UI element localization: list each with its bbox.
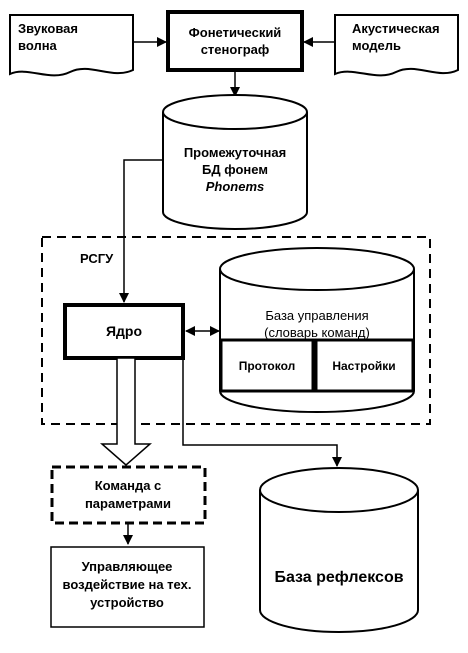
rsgu-label: РСГУ (80, 251, 114, 266)
stenograph-line2: стенограф (201, 42, 270, 57)
sound-wave-line2: волна (18, 38, 58, 53)
arrow-db-to-core (119, 159, 163, 303)
command-node: Команда с параметрами (50, 465, 207, 525)
phoneme-db-line1: Промежуточная (184, 145, 286, 160)
settings-label: Настройки (332, 359, 395, 373)
core-node: Ядро (63, 303, 185, 360)
phoneme-db-line3: Phonems (206, 179, 265, 194)
action-line3: устройство (90, 595, 164, 610)
action-line1: Управляющее (82, 559, 173, 574)
control-db-line1: База управления (265, 308, 368, 323)
action-line2: воздействие на тех. (63, 577, 192, 592)
protocol-label: Протокол (239, 359, 296, 373)
rsgu-container: РСГУ (41, 236, 431, 425)
reflex-db-node: База рефлексов (259, 467, 419, 633)
control-db-node: База управления (словарь команд) Протоко… (219, 247, 415, 413)
command-line1: Команда с (95, 478, 162, 493)
acoustic-model-node: Акустическая модель (334, 14, 459, 77)
sound-wave-line1: Звуковая (18, 21, 78, 36)
arrow-core-to-reflex-db (182, 358, 342, 467)
acoustic-model-line2: модель (352, 38, 401, 53)
control-db-line2: (словарь команд) (264, 325, 370, 340)
command-line2: параметрами (85, 496, 171, 511)
core-label: Ядро (106, 323, 142, 339)
block-arrow-core-to-command (100, 357, 152, 466)
protocol-box (219, 338, 315, 393)
settings-box (314, 338, 415, 393)
phoneme-db-node: Промежуточная БД фонем Phonems (162, 94, 308, 230)
acoustic-model-line1: Акустическая (352, 21, 440, 36)
sound-wave-node: Звуковая волна (9, 14, 134, 77)
stenograph-line1: Фонетический (189, 25, 282, 40)
phoneme-db-line2: БД фонем (202, 162, 268, 177)
phonetic-stenograph-node: Фонетический стенограф (166, 10, 304, 72)
reflex-db-label: База рефлексов (274, 569, 403, 586)
control-action-node: Управляющее воздействие на тех. устройст… (50, 546, 205, 628)
